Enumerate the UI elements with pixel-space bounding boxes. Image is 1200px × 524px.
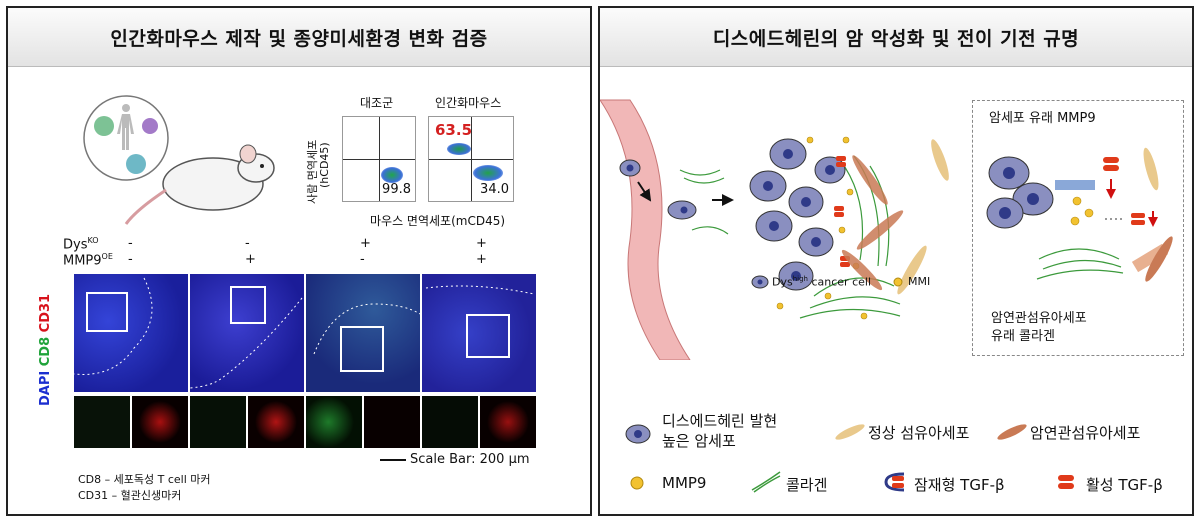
- legend-normal-fibroblast-icon: [835, 424, 865, 440]
- inset-bottom-label-line2: 유래 콜라겐: [991, 329, 1055, 344]
- zoom-4-cd8: [422, 396, 478, 448]
- flow-plot-control: 99.8: [342, 116, 416, 202]
- metastasis-mechanism-diagram: [600, 99, 949, 360]
- note-cd31: CD31 – 혈관신생마커: [78, 489, 182, 502]
- diagram-legend-cell-icon: [751, 275, 769, 289]
- micrograph-2: [190, 274, 304, 392]
- scale-bar-line: [380, 459, 406, 461]
- flow-plot-humanized: 63.5 34.0: [428, 116, 514, 202]
- genotype-row2-label: MMP9OE: [63, 252, 113, 269]
- legend-active-tgf: 활성 TGF-β: [1086, 476, 1163, 494]
- genotype-r2-c2: +: [245, 252, 256, 267]
- genotype-r2-c3: -: [360, 252, 365, 267]
- zoom-3-cd31: [364, 396, 420, 448]
- genotype-r1-c3: +: [360, 236, 371, 251]
- flow-control-lower-right-value: 99.8: [382, 182, 411, 197]
- flow-humanized-lower-right-value: 34.0: [480, 182, 509, 197]
- legend-cancer-line2: 높은 암세포: [662, 432, 736, 450]
- diagram-legend-cell: Dyshigh cancer cell: [772, 275, 872, 289]
- left-panel-title: 인간화마우스 제작 및 종양미세환경 변화 검증: [8, 8, 590, 67]
- inset-bottom-label-line1: 암연관섬유아세포: [991, 311, 1087, 326]
- inset-top-label: 암세포 유래 MMP9: [989, 111, 1096, 126]
- mechanism-inset-box: 암세포 유래 MMP9 암연관섬유아세포 유래 콜라겐: [972, 100, 1184, 356]
- genotype-row1-label: DysKO: [63, 236, 99, 253]
- legend-mmp9: MMP9: [662, 474, 707, 492]
- legend-latent-tgf-icon: [884, 472, 905, 492]
- legend-collagen: 콜라겐: [786, 476, 828, 494]
- flow-group-label-control: 대조군: [360, 96, 394, 110]
- diagram-legend-mmp-icon: [893, 277, 903, 287]
- zoom-1-cd8: [74, 396, 130, 448]
- legend-active-tgf-icon: [1058, 475, 1074, 489]
- genotype-r1-c1: -: [128, 236, 133, 251]
- legend-collagen-icon: [751, 471, 781, 493]
- scale-bar-label: Scale Bar: 200 µm: [410, 452, 530, 467]
- stain-label: DAPI CD8 CD31: [38, 293, 53, 406]
- legend-latent-tgf: 잠재형 TGF-β: [914, 476, 1005, 494]
- left-panel: 인간화마우스 제작 및 종양미세환경 변화 검증 대조군 인간화마우스 사람 면…: [6, 6, 592, 516]
- genotype-r2-c4: +: [476, 252, 487, 267]
- legend-normal-fibroblast: 정상 섬유아세포: [868, 424, 970, 442]
- genotype-r2-c1: -: [128, 252, 133, 267]
- zoom-1-cd31: [132, 396, 188, 448]
- flow-x-axis-label: 마우스 면역세포(mCD45): [370, 214, 506, 228]
- genotype-r1-c2: -: [245, 236, 250, 251]
- zoom-3-cd8: [306, 396, 362, 448]
- legend-cancer-cell-icon: [625, 424, 651, 444]
- right-panel-title: 디스에드헤린의 암 악성화 및 전이 기전 규명: [600, 8, 1192, 67]
- note-cd8: CD8 – 세포독성 T cell 마커: [78, 473, 211, 486]
- flow-humanized-upper-left-value: 63.5: [435, 121, 473, 139]
- micrograph-3: [306, 274, 420, 392]
- diagram-legend-mmp: MMI: [908, 275, 931, 288]
- micrograph-4: [422, 274, 536, 392]
- flow-y-axis-sub: (hCD45): [318, 142, 331, 188]
- legend-caf: 암연관섬유아세포: [1030, 424, 1141, 442]
- zoom-4-cd31: [480, 396, 536, 448]
- zoom-2-cd8: [190, 396, 246, 448]
- legend-caf-icon: [997, 424, 1027, 440]
- genotype-r1-c4: +: [476, 236, 487, 251]
- legend-mmp9-icon: [630, 476, 644, 490]
- right-panel: 디스에드헤린의 암 악성화 및 전이 기전 규명: [598, 6, 1194, 516]
- micrograph-1: [74, 274, 188, 392]
- inset-illustration: [986, 147, 1173, 282]
- zoom-2-cd31: [248, 396, 304, 448]
- humanized-mouse-illustration: [83, 95, 275, 225]
- legend-cancer-line1: 디스에드헤린 발현: [662, 412, 778, 430]
- flow-group-label-humanized: 인간화마우스: [435, 96, 502, 110]
